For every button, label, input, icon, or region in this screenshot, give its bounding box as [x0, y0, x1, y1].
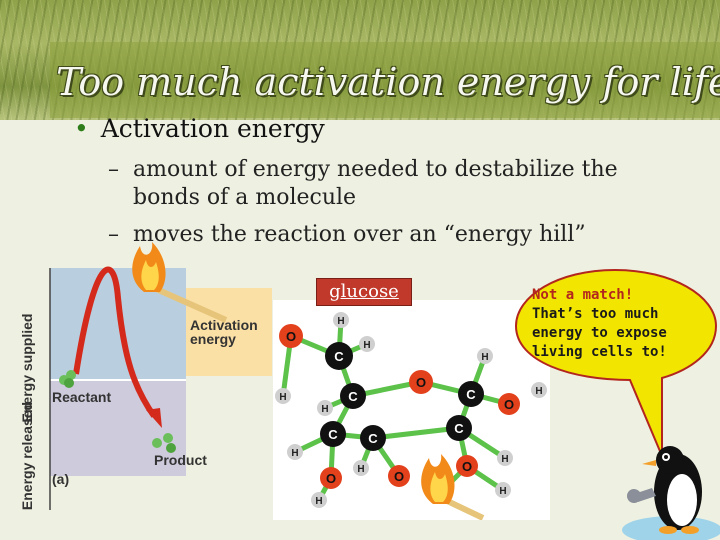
atom-label: C — [328, 427, 338, 442]
product-molecule — [163, 433, 173, 443]
sub-bullet-definition: –amount of energy needed to destabilize … — [108, 156, 628, 212]
glucose-molecule: O O O O O O C C C C C C H H H H H H H H … — [273, 300, 550, 520]
match-stick — [152, 285, 228, 323]
activation-box — [186, 288, 272, 376]
glucose-label: glucose — [316, 278, 412, 306]
flame-icon — [132, 242, 166, 292]
sub-bullet-energy-hill: –moves the reaction over an “energy hill… — [108, 222, 586, 247]
dash-marker: – — [108, 157, 119, 182]
title-band — [50, 42, 720, 118]
flame-icon — [421, 454, 455, 504]
penguin-mascot-icon — [622, 446, 720, 540]
axis-label-released: Energy released — [19, 402, 35, 510]
curve-arrowhead — [146, 408, 162, 428]
atom-label: O — [462, 459, 472, 474]
reactant-molecule — [64, 378, 74, 388]
atom-label: H — [499, 486, 506, 497]
bullet-text: Activation energy — [100, 114, 325, 143]
carbon-atoms: C C C C C C — [320, 342, 484, 451]
atom-label: H — [535, 386, 542, 397]
atom-label: H — [321, 404, 328, 415]
panel-label: (a) — [52, 471, 69, 487]
definition-line-2: bonds of a molecule — [133, 185, 357, 210]
slide-title: Too much activation energy for life — [56, 60, 720, 104]
atom-label: C — [348, 389, 358, 404]
speech-line-2: That’s too much — [532, 306, 659, 322]
speech-bubble — [514, 268, 718, 457]
atom-label: C — [454, 421, 464, 436]
atom-label: O — [504, 397, 514, 412]
definition-line-1: amount of energy needed to destabilize t… — [133, 157, 618, 182]
atom-label: O — [394, 469, 404, 484]
atom-label: H — [501, 454, 508, 465]
atom-label: O — [326, 471, 336, 486]
activation-label-1: Activation — [190, 317, 258, 333]
hydrogen-atoms: H H H H H H H H H H H — [275, 312, 547, 508]
speech-line-4: living cells to! — [532, 344, 667, 360]
released-region — [50, 380, 186, 476]
energy-hill-text: moves the reaction over an “energy hill” — [133, 222, 586, 247]
atom-label: H — [481, 352, 488, 363]
axis-label-supplied: Energy supplied — [19, 314, 35, 423]
atom-label: O — [286, 329, 296, 344]
speech-line-1: Not a match! — [532, 287, 634, 303]
atom-label: H — [357, 464, 364, 475]
reactant-label: Reactant — [52, 389, 111, 405]
oxygen-atoms: O O O O O O — [279, 324, 520, 489]
atom-label: H — [279, 392, 286, 403]
activation-label-2: energy — [190, 331, 236, 347]
atom-label: H — [291, 448, 298, 459]
atom-label: C — [466, 387, 476, 402]
reactant-molecule — [66, 370, 76, 380]
dash-marker: – — [108, 222, 119, 247]
atom-label: O — [416, 375, 426, 390]
energy-diagram: Energy supplied Energy released Activati… — [19, 242, 272, 510]
atom-label: H — [315, 496, 322, 507]
atom-label: C — [368, 431, 378, 446]
reaction-curve — [73, 266, 157, 418]
atom-label: H — [337, 316, 344, 327]
speech-line-3: energy to expose — [532, 325, 667, 341]
bullet-activation-energy: • Activation energy — [74, 114, 325, 143]
atom-label: C — [334, 349, 344, 364]
product-molecule — [166, 443, 176, 453]
product-label: Product — [154, 452, 207, 468]
speech-text: Not a match! That’s too much energy to e… — [532, 286, 712, 362]
bullet-dot: • — [74, 114, 89, 143]
atom-label: H — [363, 340, 370, 351]
product-molecule — [152, 438, 162, 448]
